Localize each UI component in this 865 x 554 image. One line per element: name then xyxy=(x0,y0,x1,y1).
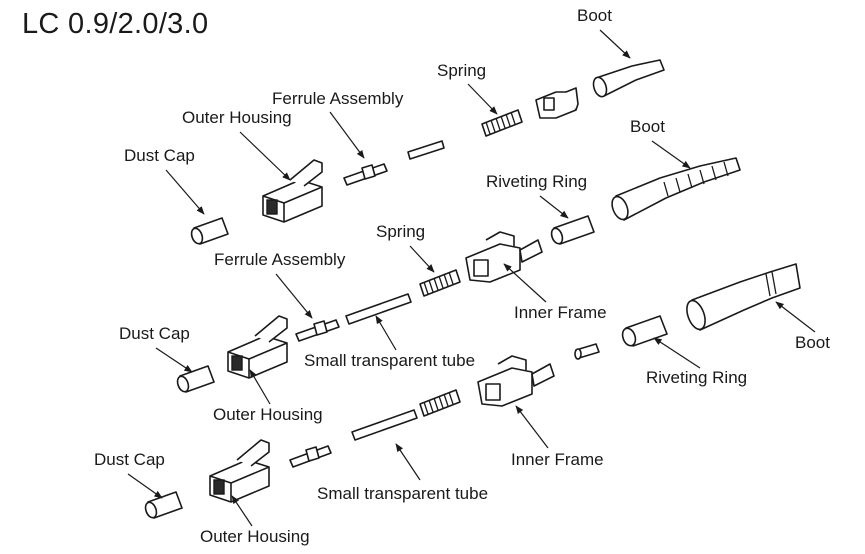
outer-housing-part-3 xyxy=(209,439,270,503)
label-small-tube-2: Small transparent tube xyxy=(304,351,476,370)
label-dust-cap-1: Dust Cap xyxy=(124,146,195,165)
spring-part-3 xyxy=(419,389,461,417)
outer-housing-part-2 xyxy=(227,315,288,379)
label-outer-housing-3: Outer Housing xyxy=(200,527,310,546)
ferrule-part-1 xyxy=(343,163,388,186)
label-spring-1: Spring xyxy=(437,61,487,80)
label-outer-housing-1: Outer Housing xyxy=(182,108,292,127)
label-ferrule-assembly-2: Ferrule Assembly xyxy=(214,250,346,269)
dust-cap-part-1 xyxy=(190,217,229,245)
crimp-body-part-1 xyxy=(535,87,579,119)
inner-frame-part-2 xyxy=(465,231,543,283)
boot-part-3 xyxy=(686,263,801,331)
tube-part-1 xyxy=(407,140,445,160)
dust-cap-part-3 xyxy=(144,491,183,519)
riveting-ring-part-3 xyxy=(621,315,668,347)
label-small-tube-3: Small transparent tube xyxy=(317,484,489,503)
label-dust-cap-3: Dust Cap xyxy=(94,450,165,469)
tube-part-3 xyxy=(351,409,418,441)
label-ferrule-assembly-1: Ferrule Assembly xyxy=(272,89,404,108)
outer-housing-part-1 xyxy=(262,159,323,223)
ferrule-part-2 xyxy=(295,319,340,342)
label-inner-frame-2: Inner Frame xyxy=(514,303,607,322)
inner-frame-part-3 xyxy=(477,355,555,407)
riveting-ring-part-2 xyxy=(550,215,595,245)
label-outer-housing-2: Outer Housing xyxy=(213,405,323,424)
label-inner-frame-3: Inner Frame xyxy=(511,450,604,469)
rivet-small-part-3 xyxy=(574,343,600,360)
tube-part-2 xyxy=(345,293,412,325)
spring-part-2 xyxy=(419,269,461,297)
label-dust-cap-2: Dust Cap xyxy=(119,324,190,343)
label-riveting-ring-3: Riveting Ring xyxy=(646,368,748,387)
label-boot-3: Boot xyxy=(795,333,830,352)
leader-lines xyxy=(127,29,816,527)
boot-part-2 xyxy=(611,157,741,221)
label-spring-2: Spring xyxy=(376,222,426,241)
dust-cap-part-2 xyxy=(176,365,215,393)
label-boot-2: Boot xyxy=(630,117,665,136)
ferrule-part-3 xyxy=(289,445,332,468)
boot-part-1 xyxy=(592,59,665,98)
diagram-title: LC 0.9/2.0/3.0 xyxy=(22,8,209,40)
label-riveting-ring-2: Riveting Ring xyxy=(486,172,588,191)
spring-part-1 xyxy=(481,109,523,137)
label-boot-1: Boot xyxy=(577,6,612,25)
